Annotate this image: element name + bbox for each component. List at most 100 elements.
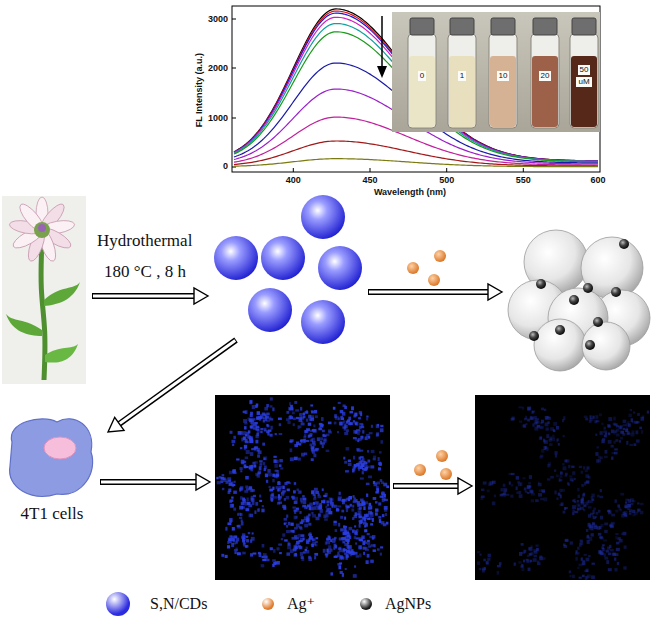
fluorescent-spot [379,519,381,523]
fluorescent-spot [611,514,615,517]
fluorescent-spot [642,415,645,418]
fluorescent-spot [640,511,643,515]
fluorescent-spot [359,524,361,528]
flower-leaf [44,282,80,306]
fluorescent-spot [326,500,329,503]
fluorescent-spot [343,526,347,528]
fluorescent-spot [610,523,614,527]
axis-title: FL Intensity (a.u.) [194,53,204,127]
fluorescent-spot [254,510,256,513]
fluorescent-spot [574,511,578,513]
fluorescent-spot [510,495,513,498]
tick-mark [232,68,236,69]
fluorescent-spot [259,500,262,502]
fluorescent-spot [301,557,304,560]
vial-cap [450,18,474,35]
fluorescent-spot [306,440,309,442]
fluorescent-spot [346,505,349,508]
fluorescent-spot [641,430,643,434]
fluorescent-spot [551,438,555,441]
fluorescent-spot [323,439,326,443]
fluorescent-spot [288,416,291,419]
fluorescent-spot [527,492,529,494]
fluorescent-spot [289,402,291,405]
fluorescent-spot [524,487,527,490]
fluorescent-spot [519,491,521,494]
fluorescent-spot [623,428,626,430]
fluorescent-spot [521,564,523,567]
fluorescent-spot [244,445,247,449]
fluorescent-spot [554,469,556,472]
fluorescent-spot [582,561,586,565]
fluorescent-spot [600,489,602,492]
vial-label: 1 [458,71,466,80]
vial-cap [572,18,596,35]
fluorescent-spot [257,509,259,512]
fluorescent-spot [232,527,235,531]
fluorescent-spot [499,562,502,565]
fluorescent-spot [299,526,302,529]
fluorescent-spot [518,561,521,563]
fluorescent-spot [272,479,274,482]
fluorescent-spot [245,457,248,460]
fluorescent-spot [600,516,603,520]
fluorescent-spot [556,498,558,500]
legend-swatch [106,592,130,616]
cell-membrane [10,419,93,497]
fluorescent-spot [582,494,585,497]
fluorescent-spot [353,456,355,460]
fluorescent-spot [548,462,551,465]
quenched-dot [534,319,586,371]
fluorescent-spot [563,466,567,470]
fluorescent-spot [252,419,254,421]
legend-swatch [360,598,372,610]
fluorescent-spot [286,552,290,555]
fluorescent-spot [572,512,574,515]
fluorescent-spot [589,419,592,423]
fluorescent-spot [230,431,233,434]
fluorescent-spot [261,556,264,558]
silver-nanoparticle [529,331,539,341]
fluorescent-spot [611,430,614,434]
fluorescent-spot [486,561,489,564]
fluorescent-spot [333,407,336,410]
fluorescent-spot [337,431,339,433]
tick-label: 500 [439,175,454,185]
fluorescent-spot [352,469,355,473]
fluorescent-spot [266,559,270,562]
fluorescent-spot [347,535,350,538]
fluorescent-spot [281,538,283,540]
fluorescent-spot [321,424,323,426]
fluorescent-spot [277,482,280,486]
fluorescent-spot [286,411,289,414]
fluorescent-spot [299,443,301,445]
fluorescent-spot [338,402,341,404]
fluorescent-spot [315,501,319,504]
fluorescent-spot [250,425,253,428]
fluorescent-spot [628,414,632,417]
condition-label: Hydrothermal [97,231,192,251]
fluorescent-spot [303,551,306,553]
fluorescent-spot [565,539,569,542]
fluorescent-spot [300,407,302,411]
trend-arrow [381,16,383,70]
fluorescent-spot [300,440,303,442]
fluorescent-spot [626,441,628,445]
fluorescent-spot [334,556,338,558]
fluorescent-spot [245,536,248,538]
fluorescent-spot [628,424,631,427]
fluorescent-spot [527,486,531,489]
tick-mark [232,118,236,119]
fluorescent-spot [240,470,242,472]
fluorescent-spot [358,516,361,519]
fluorescent-spot [309,534,312,536]
fluorescent-spot [363,506,365,510]
fluorescent-spot [380,428,384,432]
fluorescent-spot [362,502,366,506]
fluorescent-spot [615,439,618,442]
fluorescent-spot [583,504,586,506]
fluorescent-spot [530,416,533,419]
fluorescent-spot [338,498,342,501]
fluorescent-spot [306,419,308,422]
fluorescent-spot [359,539,363,541]
